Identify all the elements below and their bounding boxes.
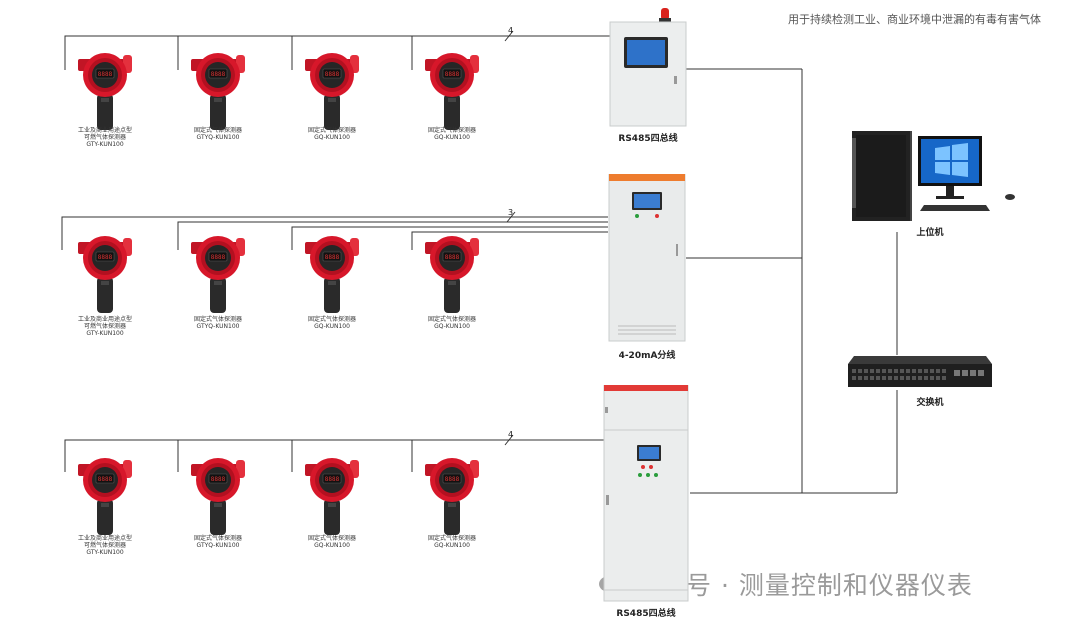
detector-caption-line-1: 固定式气体探测器 <box>193 316 242 323</box>
detector-caption-line-2: 可燃气体探测器 <box>83 134 126 141</box>
detector-caption-line-2: GTYQ-KUN100 <box>196 323 240 330</box>
detector-caption-line-2: GTYQ-KUN100 <box>196 542 240 549</box>
host-computer <box>850 126 1025 222</box>
gas-detector: 8888 <box>300 455 364 537</box>
detector-caption-line-1: 固定式气体探测器 <box>427 127 476 134</box>
detector-caption-line-1: 固定式气体探测器 <box>193 535 242 542</box>
detector-caption-line-1: 固定式气体探测器 <box>307 535 356 542</box>
rs485-panel-label: RS485四总线 <box>618 134 678 144</box>
rs485-floor-cabinet <box>603 384 689 603</box>
host-computer-label: 上位机 <box>916 228 944 238</box>
detector-caption-line-2: GQ-KUN100 <box>314 542 350 549</box>
gas-detector: 8888 <box>300 50 364 132</box>
svg-text:8888: 8888 <box>211 71 226 78</box>
svg-text:8888: 8888 <box>445 476 460 483</box>
detector-caption-line-1: 工业及商业用途点型 <box>77 127 132 134</box>
gas-detector: 8888 <box>186 455 250 537</box>
analog-panel-label: 4-20mA分线 <box>618 351 676 361</box>
svg-text:8888: 8888 <box>325 254 340 261</box>
detector-caption-line-1: 固定式气体探测器 <box>307 127 356 134</box>
switch-label: 交换机 <box>916 398 944 408</box>
gas-detector: 8888 <box>420 50 484 132</box>
rs485-floor-panel-label: RS485四总线 <box>616 609 676 619</box>
detector-caption-line-2: GTYQ-KUN100 <box>196 134 240 141</box>
detector-caption-line-1: 固定式气体探测器 <box>427 535 476 542</box>
cable-count-label: 4 <box>508 26 514 35</box>
svg-text:8888: 8888 <box>325 71 340 78</box>
detector-caption-line-3: GTY-KUN100 <box>86 549 124 556</box>
rs485-control-cabinet <box>608 4 688 128</box>
cable-count-label: 3 <box>508 208 514 217</box>
header-note: 用于持续检测工业、商业环境中泄漏的有毒有害气体 <box>788 13 1041 26</box>
svg-text:8888: 8888 <box>445 254 460 261</box>
gas-detector: 8888 <box>73 233 137 315</box>
svg-text:8888: 8888 <box>211 476 226 483</box>
svg-text:8888: 8888 <box>98 476 113 483</box>
detector-caption-line-2: GQ-KUN100 <box>314 134 350 141</box>
detector-caption-line-2: GQ-KUN100 <box>434 542 470 549</box>
gas-detector: 8888 <box>420 233 484 315</box>
detector-caption-line-1: 工业及商业用途点型 <box>77 316 132 323</box>
analog-control-cabinet <box>608 173 686 342</box>
detector-caption-line-2: GQ-KUN100 <box>434 134 470 141</box>
detector-caption-line-1: 固定式气体探测器 <box>427 316 476 323</box>
detector-caption-line-3: GTY-KUN100 <box>86 141 124 148</box>
gas-detector: 8888 <box>73 455 137 537</box>
detector-caption-line-2: 可燃气体探测器 <box>83 323 126 330</box>
detector-caption-line-1: 工业及商业用途点型 <box>77 535 132 542</box>
gas-detector: 8888 <box>300 233 364 315</box>
gas-detector: 8888 <box>186 50 250 132</box>
gas-detector: 8888 <box>420 455 484 537</box>
gas-detector: 8888 <box>186 233 250 315</box>
svg-text:8888: 8888 <box>211 254 226 261</box>
svg-text:8888: 8888 <box>325 476 340 483</box>
detector-caption-line-3: GTY-KUN100 <box>86 330 124 337</box>
detector-caption-line-1: 固定式气体探测器 <box>193 127 242 134</box>
svg-text:8888: 8888 <box>445 71 460 78</box>
svg-text:8888: 8888 <box>98 254 113 261</box>
gas-detector: 8888 <box>73 50 137 132</box>
detector-caption-line-2: GQ-KUN100 <box>314 323 350 330</box>
cable-count-label: 4 <box>508 430 514 439</box>
network-switch <box>846 354 994 390</box>
detector-caption-line-2: 可燃气体探测器 <box>83 542 126 549</box>
watermark-text: 公众号 · 测量控制和仪器仪表 <box>634 571 973 600</box>
row1-bus-line <box>64 35 610 70</box>
svg-text:8888: 8888 <box>98 71 113 78</box>
detector-caption-line-2: GQ-KUN100 <box>434 323 470 330</box>
detector-caption-line-1: 固定式气体探测器 <box>307 316 356 323</box>
